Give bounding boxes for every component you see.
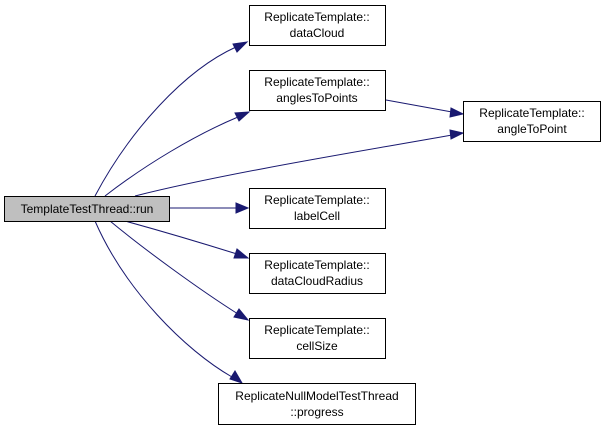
node-angleToPoint-box [463, 101, 601, 142]
node-dataCloud[interactable]: ReplicateTemplate:: dataCloud [249, 5, 386, 46]
arrowhead-angleToPoint-from-anglesToPoints [449, 107, 465, 118]
nodes: TemplateTestThread::run ReplicateTemplat… [4, 5, 601, 425]
arrowhead-labelCell [235, 202, 250, 214]
node-dataCloudRadius[interactable]: ReplicateTemplate:: dataCloudRadius [249, 253, 386, 294]
node-run[interactable]: TemplateTestThread::run [4, 196, 170, 222]
node-dataCloudRadius-label-line2: dataCloudRadius [271, 274, 363, 288]
edge-anglesToPoints-to-angleToPoint [385, 99, 453, 113]
node-labelCell[interactable]: ReplicateTemplate:: labelCell [249, 188, 386, 229]
node-anglesToPoints-label-line2: anglesToPoints [276, 91, 357, 105]
node-angleToPoint-label-line1: ReplicateTemplate:: [479, 106, 584, 120]
arrowhead-anglesToPoints [234, 111, 251, 122]
arrowhead-cellSize [233, 308, 250, 321]
node-angleToPoint[interactable]: ReplicateTemplate:: angleToPoint [463, 101, 601, 142]
edge-run-to-dataCloudRadius [124, 220, 238, 255]
node-angleToPoint-label-line2: angleToPoint [497, 122, 567, 136]
node-progress[interactable]: ReplicateNullModelTestThread ::progress [218, 383, 416, 425]
node-progress-label-line2: ::progress [290, 405, 343, 419]
edge-run-to-angleToPoint [134, 134, 453, 197]
node-dataCloud-label-line2: dataCloud [290, 26, 345, 40]
node-dataCloudRadius-box [249, 253, 386, 294]
arrowhead-dataCloud [232, 41, 249, 53]
arrowhead-angleToPoint-from-run [449, 129, 465, 140]
node-dataCloudRadius-label-line1: ReplicateTemplate:: [264, 258, 369, 272]
node-cellSize-label-line1: ReplicateTemplate:: [264, 323, 369, 337]
edge-run-to-cellSize [109, 220, 239, 315]
arrowhead-dataCloudRadius [233, 248, 250, 259]
node-progress-box [218, 383, 416, 425]
edges [94, 41, 465, 384]
edge-run-to-progress [94, 220, 233, 378]
edge-run-to-anglesToPoints [104, 116, 239, 197]
node-cellSize[interactable]: ReplicateTemplate:: cellSize [249, 318, 386, 359]
node-anglesToPoints-box [249, 70, 386, 111]
node-anglesToPoints[interactable]: ReplicateTemplate:: anglesToPoints [249, 70, 386, 111]
edge-run-to-dataCloud [94, 46, 237, 197]
arrowhead-progress [229, 370, 244, 384]
node-dataCloud-label-line1: ReplicateTemplate:: [264, 10, 369, 24]
node-cellSize-box [249, 318, 386, 359]
node-labelCell-label-line2: labelCell [294, 209, 340, 223]
node-labelCell-box [249, 188, 386, 229]
node-progress-label-line1: ReplicateNullModelTestThread [235, 389, 398, 403]
node-labelCell-label-line1: ReplicateTemplate:: [264, 193, 369, 207]
node-anglesToPoints-label-line1: ReplicateTemplate:: [264, 75, 369, 89]
node-dataCloud-box [249, 5, 386, 46]
node-cellSize-label-line2: cellSize [296, 339, 338, 353]
node-run-box [4, 196, 170, 222]
node-run-label: TemplateTestThread::run [21, 202, 154, 216]
